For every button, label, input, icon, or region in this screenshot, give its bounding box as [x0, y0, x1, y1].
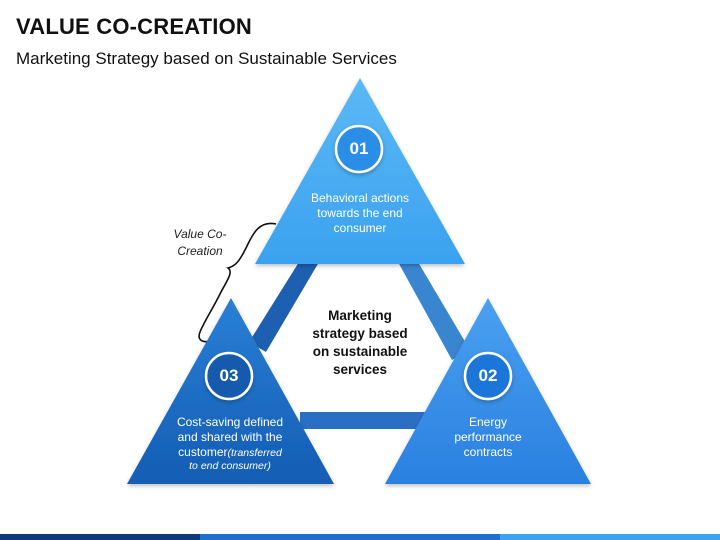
bottom-bar-light	[500, 534, 720, 540]
triangle-01-text: Behavioral actions towards the end consu…	[290, 191, 430, 236]
page-title: VALUE CO-CREATION	[16, 14, 253, 39]
triangle-03-line-3: customer(transferred	[160, 445, 300, 460]
center-line-2: strategy based	[312, 325, 408, 341]
number-circle-02	[463, 351, 513, 401]
number-03: 03	[219, 366, 239, 385]
connector-bottom	[300, 412, 432, 429]
value-cocreation-bracket	[198, 222, 277, 343]
bottom-bar-blue	[200, 534, 500, 540]
page-subtitle: Marketing Strategy based on Sustainable …	[16, 49, 397, 68]
number-02: 02	[478, 366, 498, 385]
triangle-03-line-3-text: customer	[178, 445, 228, 459]
number-01: 01	[349, 139, 369, 158]
bracket-label-line-1: Value Co-	[173, 227, 227, 241]
triangle-02-line-2: performance	[454, 430, 522, 444]
triangle-03-line-2: and shared with the	[177, 430, 283, 444]
triangle-02-line-3: contracts	[463, 445, 513, 459]
triangle-02-line-1: Energy	[468, 415, 508, 429]
center-line-4: services	[332, 361, 388, 377]
triangle-03-text: Cost-saving defined and shared with the …	[160, 415, 300, 473]
center-line-3: on sustainable	[312, 343, 408, 359]
triangle-01-line-1: Behavioral actions	[310, 191, 410, 205]
bottom-accent-bar	[0, 534, 720, 540]
triangle-01-line-3: consumer	[333, 221, 387, 235]
bottom-bar-dark	[0, 534, 200, 540]
connector-right	[398, 262, 470, 360]
number-circle-01	[334, 124, 384, 174]
triangle-03-line-1: Cost-saving defined	[176, 415, 284, 429]
triangle-03-line-4: to end consumer)	[189, 460, 271, 473]
bracket-label-line-2: Creation	[177, 243, 223, 258]
triangle-02-text: Energy performance contracts	[428, 415, 548, 460]
number-circle-03	[204, 351, 254, 401]
center-text: Marketing strategy based on sustainable …	[295, 307, 425, 379]
bracket-label: Value Co- Creation	[155, 226, 245, 260]
connector-left	[249, 262, 319, 352]
triangle-03-line-3-italic: (transferred	[227, 447, 282, 459]
triangle-01-line-2: towards the end	[317, 206, 403, 220]
center-line-1: Marketing	[328, 308, 392, 323]
